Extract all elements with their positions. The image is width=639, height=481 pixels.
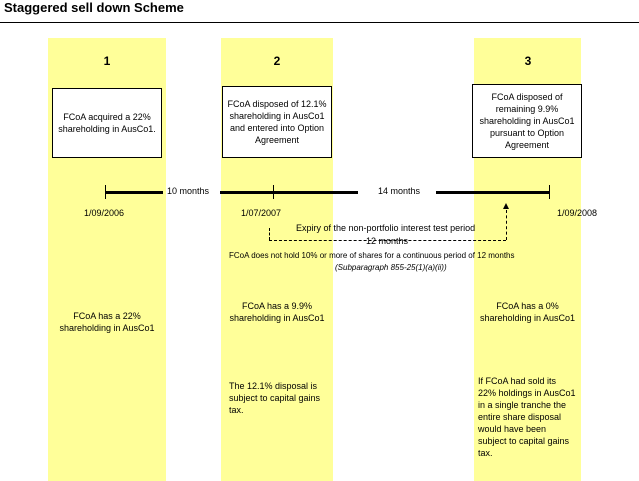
period-label-10-months: 10 months <box>167 186 210 196</box>
period-label-14-months: 14 months <box>378 186 421 196</box>
timeline-bar-2 <box>220 191 358 194</box>
bracket-right-vertical <box>506 210 507 240</box>
continuous-period-label: FCoA does not hold 10% or more of shares… <box>229 251 515 260</box>
expiry-label: Expiry of the non-portfolio interest tes… <box>296 223 476 233</box>
expiry-arrow-icon <box>503 203 509 209</box>
event-box-1-text: FCoA acquired a 22% shareholding in AusC… <box>58 112 156 134</box>
date-label-3: 1/09/2008 <box>557 208 598 218</box>
timeline-bar-3 <box>436 191 550 194</box>
event-box-2-text: FCoA disposed of 12.1% shareholding in A… <box>227 99 327 145</box>
holding-text-2: FCoA has a 9.9% shareholding in AusCo1 <box>229 301 325 323</box>
event-box-3-text: FCoA disposed of remaining 9.9% sharehol… <box>479 92 575 150</box>
page-title: Staggered sell down Scheme <box>4 0 184 15</box>
holding-text-3: FCoA has a 0% shareholding in AusCo1 <box>479 301 576 323</box>
column-2-number: 2 <box>273 54 281 68</box>
column-3-number: 3 <box>524 54 532 68</box>
event-box-3: FCoA disposed of remaining 9.9% sharehol… <box>472 84 582 158</box>
timeline-tick-1 <box>105 185 106 199</box>
event-box-2: FCoA disposed of 12.1% shareholding in A… <box>222 86 332 158</box>
date-label-1: 1/09/2006 <box>84 208 125 218</box>
title-divider <box>0 22 639 23</box>
twelve-months-label: 12 months <box>366 236 409 246</box>
timeline-tick-3 <box>549 185 550 199</box>
holding-text-1: FCoA has a 22% shareholding in AusCo1 <box>59 311 155 333</box>
date-label-2: 1/07/2007 <box>241 208 282 218</box>
timeline-tick-2 <box>273 185 274 199</box>
timeline-bar-1 <box>105 191 163 194</box>
note-column-3: If FCoA had sold its 22% holdings in Aus… <box>478 376 576 458</box>
event-box-1: FCoA acquired a 22% shareholding in AusC… <box>52 88 162 158</box>
note-column-2: The 12.1% disposal is subject to capital… <box>229 381 321 415</box>
subparagraph-label: (Subparagraph 855-25(1)(a)(ii)) <box>335 263 447 272</box>
bracket-horizontal <box>269 240 506 241</box>
column-1-number: 1 <box>103 54 111 68</box>
bracket-left-vertical <box>269 228 270 240</box>
